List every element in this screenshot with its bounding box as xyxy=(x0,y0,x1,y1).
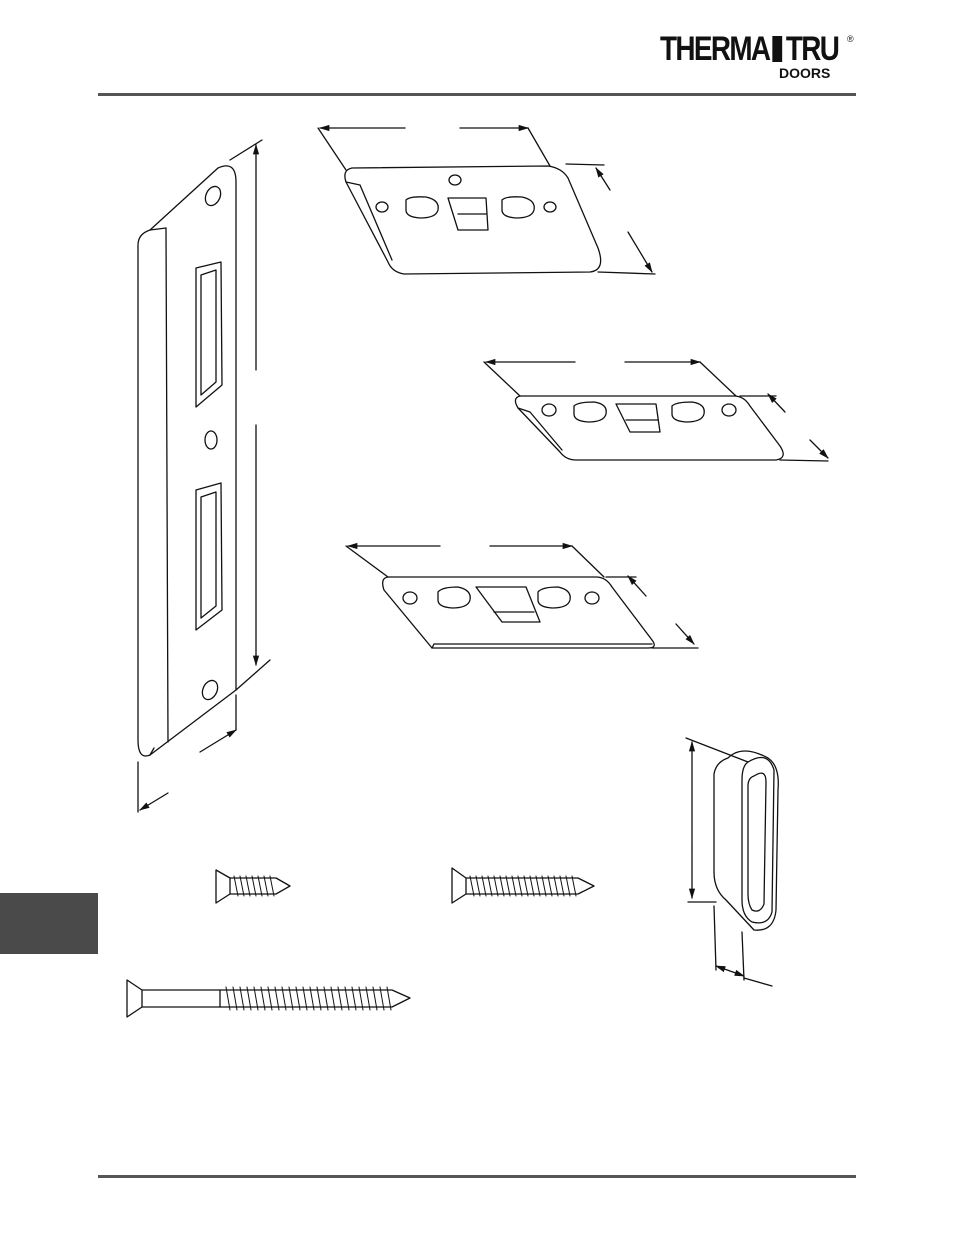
bolt-cup xyxy=(714,751,778,930)
short-screw xyxy=(216,870,290,903)
strike-plate-a xyxy=(345,166,601,274)
strike-plate-c xyxy=(383,577,655,648)
medium-screw xyxy=(452,868,594,903)
long-wood-screw xyxy=(127,980,410,1017)
strike-plate-b xyxy=(515,396,783,460)
tall-strike-plate xyxy=(138,166,236,756)
